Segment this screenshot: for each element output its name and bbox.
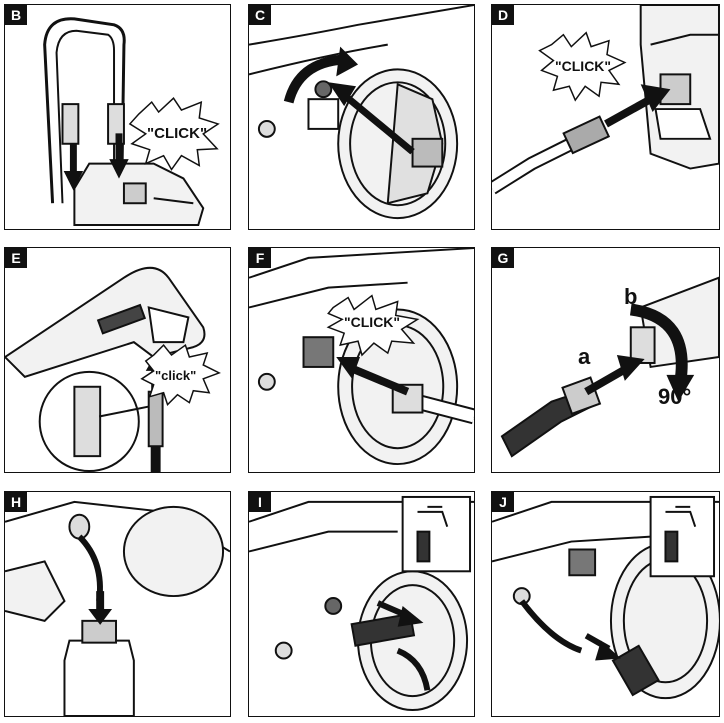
click-callout: "click" (155, 368, 197, 383)
panel-letter: J (492, 492, 514, 512)
click-callout: "CLICK" (147, 125, 208, 142)
panel-letter: G (492, 248, 514, 268)
lance-attachment-illustration (500, 276, 719, 458)
step-label-b: b (624, 284, 638, 309)
filter-reinstall-illustration (492, 495, 719, 700)
click-callout: "CLICK" (555, 58, 612, 74)
click-callout: "CLICK" (344, 314, 401, 330)
handle-assembly-illustration (43, 17, 220, 227)
rotation-angle-label: 90° (658, 384, 692, 409)
panel-letter: C (249, 5, 271, 25)
panel-e: E "click" (4, 247, 231, 473)
detergent-bottle-illustration (5, 500, 230, 716)
panel-letter: F (249, 248, 271, 268)
panel-b: B "CLICK" (4, 4, 231, 230)
panel-f: F "CLICK" (248, 247, 475, 473)
panel-c: C (248, 4, 475, 230)
high-pressure-hose-connection-illustration (249, 248, 474, 466)
panel-letter: E (5, 248, 27, 268)
panel-i: I (248, 491, 475, 717)
panel-letter: H (5, 492, 27, 512)
panel-h: H (4, 491, 231, 717)
panel-letter: D (492, 5, 514, 25)
click-burst-shape (128, 97, 220, 171)
panel-letter: B (5, 5, 27, 25)
panel-letter: I (249, 492, 271, 512)
panel-d: D "CLICK" (491, 4, 720, 230)
filter-removal-illustration (249, 495, 474, 712)
spray-gun-connection-illustration (5, 266, 221, 472)
hose-coupling-illustration (492, 5, 719, 195)
water-inlet-connection-illustration (249, 5, 474, 220)
panel-g: G a b 90° (491, 247, 720, 473)
step-label-a: a (578, 344, 591, 369)
panel-j: J (491, 491, 720, 717)
